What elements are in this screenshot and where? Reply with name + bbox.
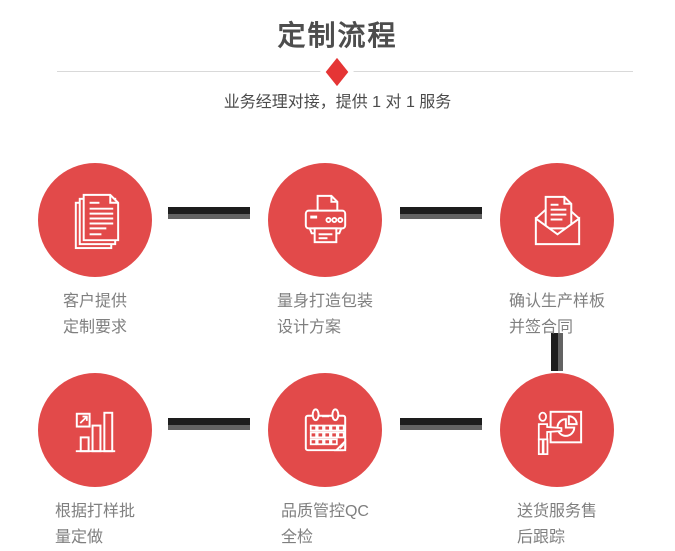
connector-horizontal-2 <box>400 207 482 219</box>
step-label-4-line1: 根据打样批 <box>54 503 135 520</box>
envelope-icon <box>534 195 580 245</box>
step-label-6: 送货服务售后跟踪 <box>472 499 642 551</box>
step-circle-5 <box>268 373 382 487</box>
step-label-4: 根据打样批量定做 <box>10 499 180 551</box>
connector-horizontal-3 <box>168 418 250 430</box>
step-circle-2 <box>268 163 382 277</box>
step-label-6-line1: 送货服务售 <box>516 503 597 520</box>
connector-vertical <box>551 333 563 371</box>
step-label-5-line1: 品质管控QC <box>280 503 369 520</box>
page-title: 定制流程 <box>277 20 398 51</box>
step-label-1: 客户提供定制要求 <box>10 289 180 341</box>
step-circle-4 <box>38 373 152 487</box>
calendar-icon <box>304 407 346 451</box>
step-label-5: 品质管控QC 全检 <box>240 499 410 551</box>
step-circle-3 <box>500 163 614 277</box>
connector-horizontal-4 <box>400 418 482 430</box>
step-label-2: 量身打造包装设计方案 <box>240 289 410 341</box>
step-label-3: 确认生产样板并签合同 <box>472 289 642 341</box>
step-circle-1 <box>38 163 152 277</box>
step-label-3-line2: 并签合同 <box>508 319 573 336</box>
step-label-1-line2: 定制要求 <box>62 319 127 336</box>
step-label-6-line2: 后跟踪 <box>516 529 565 546</box>
step-label-4-line2: 量定做 <box>54 529 103 546</box>
step-circle-6 <box>500 373 614 487</box>
step-label-2-line2: 设计方案 <box>276 319 341 336</box>
step-label-1-line1: 客户提供 <box>62 293 127 310</box>
diamond-icon <box>325 57 349 87</box>
step-label-3-line1: 确认生产样板 <box>508 293 605 310</box>
step-label-5-line2: 全检 <box>280 529 313 546</box>
printer-icon <box>304 194 346 243</box>
step-label-2-line1: 量身打造包装 <box>276 293 373 310</box>
connector-horizontal-1 <box>168 207 250 219</box>
presentation-icon <box>537 410 582 455</box>
bar-chart-icon <box>75 411 115 452</box>
documents-icon <box>74 193 119 249</box>
subtitle: 业务经理对接，提供 1 对 1 服务 <box>223 94 452 111</box>
